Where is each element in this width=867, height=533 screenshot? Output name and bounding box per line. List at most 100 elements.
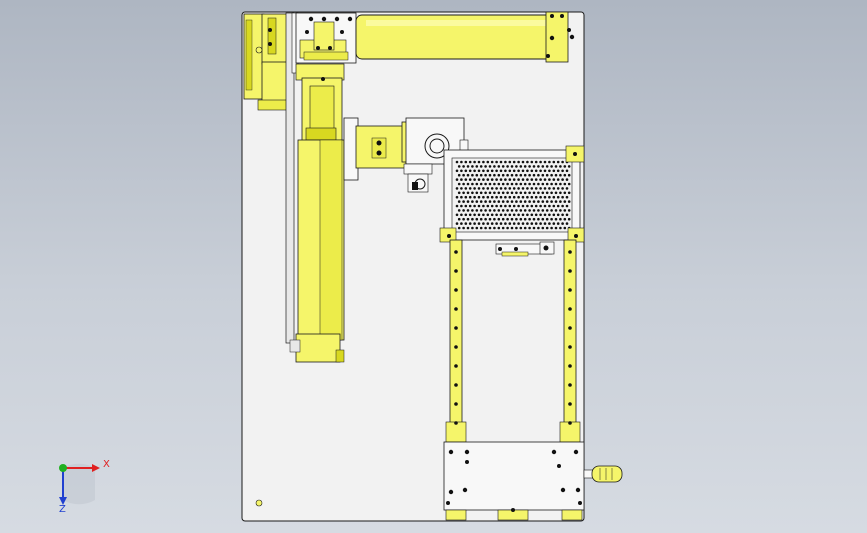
- tray-hole: [515, 209, 518, 212]
- mount-hole-bottom-left: [255, 499, 263, 507]
- tray-hole: [548, 187, 551, 190]
- tray-hole: [479, 173, 483, 177]
- tray-hole: [539, 213, 542, 217]
- tray-hole: [552, 187, 556, 190]
- tray-hole: [466, 173, 470, 177]
- tray-hole: [561, 160, 564, 164]
- tray-hole: [508, 204, 512, 208]
- tray-hole: [552, 178, 556, 181]
- tray-hole: [508, 160, 512, 164]
- tray-hole: [497, 173, 501, 177]
- tray-hole: [515, 200, 518, 203]
- tray-hole: [484, 165, 487, 168]
- tray-hole: [510, 226, 514, 230]
- tray-hole: [526, 213, 529, 217]
- tray-hole: [530, 213, 534, 217]
- tray-hole: [501, 226, 505, 230]
- tray-hole: [552, 160, 556, 164]
- tray-hole: [519, 200, 523, 203]
- tray-hole: [552, 169, 556, 173]
- tray-hole: [475, 173, 479, 177]
- tray-hole: [510, 217, 514, 221]
- tray-hole: [543, 160, 547, 164]
- tray-hole: [462, 209, 465, 212]
- tray-hole: [530, 204, 534, 208]
- tray-hole: [506, 226, 509, 230]
- tray-hole: [528, 200, 531, 203]
- tray-hole: [517, 169, 520, 173]
- tray-hole: [504, 178, 507, 181]
- tray-hole: [506, 165, 509, 168]
- tray-hole: [493, 173, 496, 177]
- tray-hole: [471, 173, 474, 177]
- tray-hole: [499, 213, 503, 217]
- tray-hole: [490, 187, 494, 190]
- tray-hole: [471, 191, 474, 195]
- tray-hole: [499, 160, 503, 164]
- tray-hole: [517, 213, 520, 217]
- tray-hole: [561, 195, 564, 199]
- tray-hole: [501, 173, 505, 177]
- tray-hole: [512, 178, 516, 181]
- tray-hole: [504, 195, 507, 199]
- tray-hole: [473, 187, 476, 190]
- tray-hole: [495, 204, 498, 208]
- tray-hole: [466, 191, 470, 195]
- tray-hole: [559, 209, 562, 212]
- tray-hole: [497, 191, 501, 195]
- mount-hole-top-right: [569, 34, 575, 40]
- tray-hole: [526, 160, 529, 164]
- tray-hole: [550, 200, 553, 203]
- tray-hole: [526, 222, 529, 225]
- tray-hole: [567, 217, 571, 221]
- tray-hole: [462, 191, 465, 195]
- tray-hole: [528, 209, 531, 212]
- gripper-block: [243, 13, 293, 111]
- tray-hole: [460, 160, 463, 164]
- tray-hole: [506, 191, 509, 195]
- tray-hole: [519, 165, 523, 168]
- tray-hole: [545, 173, 549, 177]
- tray-hole: [559, 165, 562, 168]
- tray-hole: [526, 187, 529, 190]
- tray-hole: [462, 226, 465, 230]
- motor-assembly: [343, 117, 469, 193]
- tray-hole: [457, 217, 461, 221]
- tray-hole: [473, 222, 476, 225]
- tray-hole: [541, 217, 545, 221]
- tray-hole: [521, 222, 525, 225]
- tray-hole: [482, 195, 485, 199]
- sensor-bracket: [495, 241, 555, 257]
- tray-hole: [460, 222, 463, 225]
- tray-hole: [512, 195, 516, 199]
- tray-hole: [539, 187, 542, 190]
- tray-hole: [490, 222, 494, 225]
- tray-hole: [523, 200, 527, 203]
- tray-hole: [561, 222, 564, 225]
- tray-hole: [556, 213, 560, 217]
- tray-hole: [462, 182, 465, 186]
- tray-hole: [473, 195, 476, 199]
- tray-hole: [488, 200, 492, 203]
- tray-hole: [523, 217, 527, 221]
- tray-hole: [565, 187, 569, 190]
- tray-hole: [464, 222, 468, 225]
- tray-hole: [473, 169, 476, 173]
- tray-hole: [548, 169, 551, 173]
- tray-hole: [484, 200, 487, 203]
- tray-hole: [565, 195, 569, 199]
- tray-hole: [493, 191, 496, 195]
- rail-hole: [454, 269, 458, 273]
- tray-hole: [554, 209, 558, 212]
- tray-hole: [473, 178, 476, 181]
- tray-hole: [523, 182, 527, 186]
- tray-hole: [523, 209, 527, 212]
- tray-hole: [484, 173, 487, 177]
- tray-hole: [521, 204, 525, 208]
- tray-hole: [559, 191, 562, 195]
- tray-hole: [471, 226, 474, 230]
- tray-hole: [526, 195, 529, 199]
- tray-hole: [565, 204, 569, 208]
- tray-hole: [554, 226, 558, 230]
